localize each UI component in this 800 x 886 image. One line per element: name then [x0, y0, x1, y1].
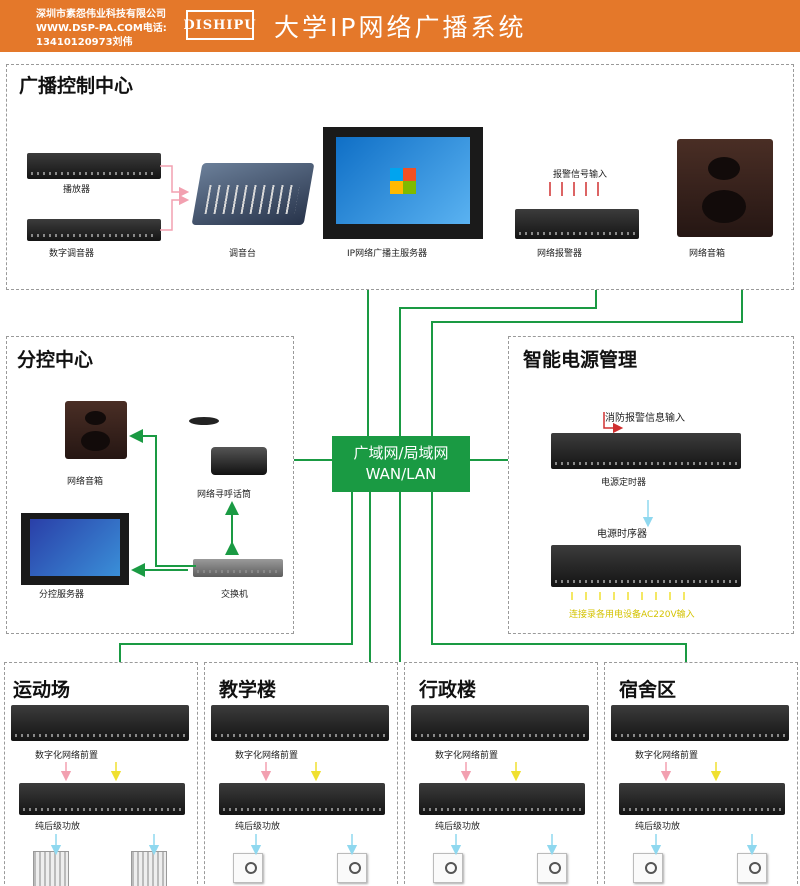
zone-amp-caption: 纯后级功放 [35, 822, 81, 832]
zone-title-teaching-building: 教学楼 [219, 679, 277, 701]
pager-caption: 网络报警器 [537, 249, 583, 259]
power-panel: 智能电源管理 消防报警信息输入 电源定时器 电源时序器 连接录各用电设备AC22… [508, 336, 794, 634]
control-speaker-caption: 网络音箱 [689, 249, 726, 259]
power-sequencer-label: 电源时序器 [597, 529, 647, 540]
zone-title-dormitory: 宿舍区 [619, 679, 677, 701]
switch-device [193, 559, 283, 577]
sub-center-panel: 分控中心 网络音箱 网络寻呼话筒 分控服务器 交换机 [6, 336, 294, 634]
server-monitor [323, 127, 483, 239]
power-sequencer-device [551, 545, 741, 587]
volume-switch-left [433, 853, 463, 883]
zone-panel-teaching-building: 教学楼 数字化网络前置 纯后级功放 [204, 662, 398, 886]
zone-title-sports-field: 运动场 [13, 679, 71, 701]
volume-switch-left [233, 853, 263, 883]
zone-amp-caption: 纯后级功放 [235, 822, 281, 832]
link-switch-speaker [129, 429, 196, 567]
sub-server-monitor [21, 513, 129, 585]
mic-gooseneck [189, 417, 219, 425]
network-label-cn: 广域网/局域网 [353, 444, 449, 462]
zone-title-admin-building: 行政楼 [419, 679, 477, 701]
sub-server-caption: 分控服务器 [39, 590, 85, 600]
volume-switch-left [633, 853, 663, 883]
processor-caption: 数字调音器 [49, 249, 95, 259]
zone-amp-device [419, 783, 585, 815]
power-out-arrows [571, 592, 685, 600]
header-banner: 深圳市素怨伟业科技有限公司 WWW.DSP-PA.COM电话: 13410120… [0, 0, 800, 52]
fire-input-arrow [603, 412, 624, 434]
company-name: 深圳市素怨伟业科技有限公司 [36, 9, 166, 20]
pager-device [515, 209, 639, 239]
sub-speaker-caption: 网络音箱 [67, 477, 104, 487]
control-speaker-device [677, 139, 773, 237]
server-screen [335, 137, 471, 225]
switch-caption: 交换机 [221, 590, 249, 600]
zone-amp-device [219, 783, 385, 815]
mixer-caption: 调音台 [229, 249, 257, 259]
paging-mic-device [211, 447, 267, 475]
sub-speaker-device [65, 401, 127, 459]
zone-decoder-caption: 数字化网络前置 [235, 751, 299, 761]
zone-amp-device [19, 783, 185, 815]
player-device [27, 153, 161, 179]
zone-panel-sports-field: 运动场 数字化网络前置 纯后级功放 [4, 662, 198, 886]
zone-amp-caption: 纯后级功放 [435, 822, 481, 832]
link-pager [399, 290, 597, 436]
company-phone: 13410120973刘伟 [36, 37, 133, 48]
zone-decoder-device [611, 705, 789, 741]
network-hub-box: 广域网/局域网 WAN/LAN [332, 436, 470, 492]
company-website: WWW.DSP-PA.COM电话: [36, 23, 167, 34]
link-speaker [431, 290, 743, 436]
zone-amp-caption: 纯后级功放 [635, 822, 681, 832]
player-caption: 播放器 [63, 185, 91, 195]
company-info: 深圳市素怨伟业科技有限公司 WWW.DSP-PA.COM电话: 13410120… [36, 8, 167, 50]
link-player-mixer [160, 165, 190, 198]
zone-panel-dormitory: 宿舍区 数字化网络前置 纯后级功放 [604, 662, 798, 886]
fire-input-note: 消防报警信息输入 [605, 413, 685, 424]
zone-amp-device [619, 783, 785, 815]
link-processor-mixer [160, 194, 190, 231]
control-center-title: 广播控制中心 [19, 75, 134, 97]
sub-server-screen [29, 519, 121, 576]
pager-input-note: 报警信号输入 [553, 170, 608, 180]
zone-decoder-device [11, 705, 189, 741]
windows-logo-icon [390, 167, 416, 194]
zone-decoder-device [211, 705, 389, 741]
processor-device [27, 219, 161, 241]
power-timer-caption: 电源定时器 [601, 478, 647, 488]
outdoor-column-speaker-left [33, 851, 69, 886]
paging-mic-caption: 网络寻呼话筒 [197, 490, 252, 500]
brand-logo: DISHIPU [183, 10, 256, 40]
zone-decoder-device [411, 705, 589, 741]
volume-switch-right [337, 853, 367, 883]
power-timer-device [551, 433, 741, 469]
control-center-panel: 广播控制中心 播放器 数字调音器 调音台 IP网络广播主服务器 报警信号输入 网… [6, 64, 794, 290]
zone-decoder-caption: 数字化网络前置 [635, 751, 699, 761]
pager-input-arrows [549, 182, 599, 196]
network-label-en: WAN/LAN [365, 465, 437, 483]
page-title: 大学IP网络广播系统 [274, 13, 527, 42]
link-zone-dorm [431, 492, 687, 662]
zone-panel-admin-building: 行政楼 数字化网络前置 纯后级功放 [404, 662, 598, 886]
zone-decoder-caption: 数字化网络前置 [35, 751, 99, 761]
link-zone-sports [119, 492, 353, 662]
zone-decoder-caption: 数字化网络前置 [435, 751, 499, 761]
power-title: 智能电源管理 [523, 349, 638, 371]
power-output-note: 连接录各用电设备AC220V输入 [569, 610, 695, 620]
volume-switch-right [537, 853, 567, 883]
server-caption: IP网络广播主服务器 [347, 249, 428, 259]
sub-center-title: 分控中心 [17, 349, 94, 371]
